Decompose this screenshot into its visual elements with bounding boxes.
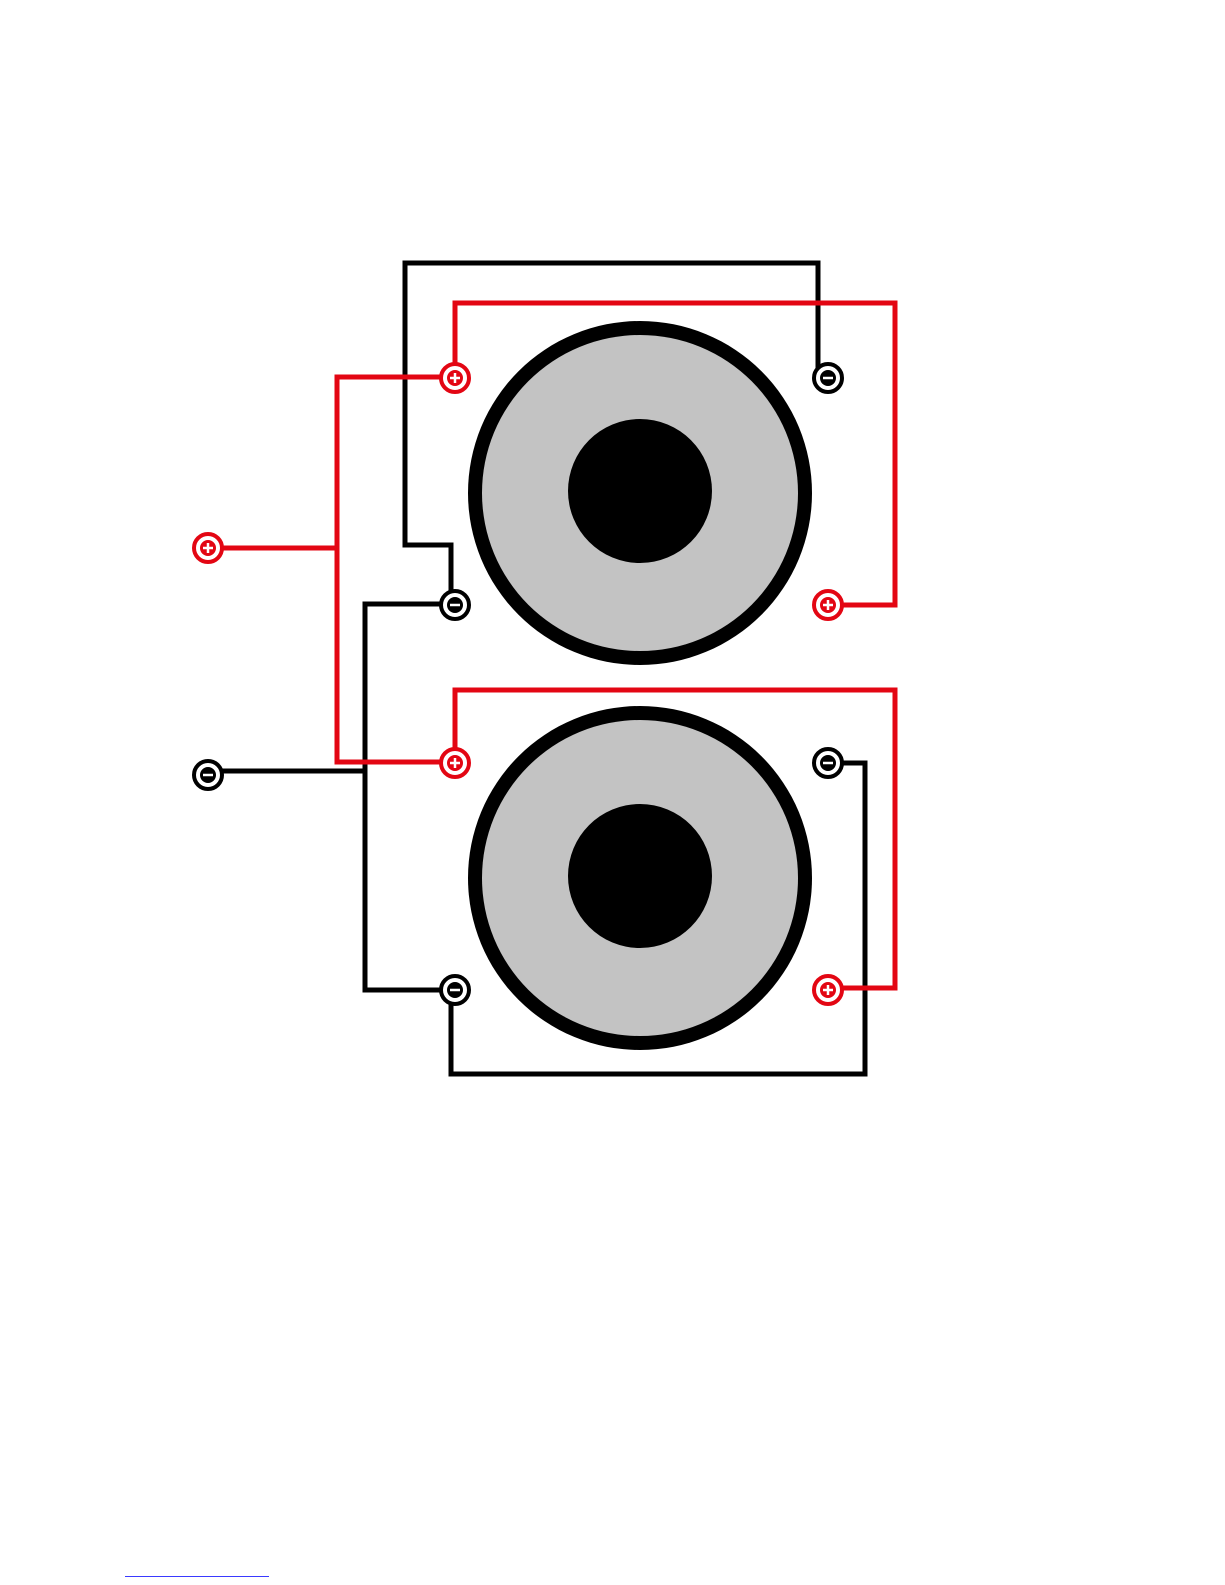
terminal-bottom-left-negative xyxy=(441,976,469,1004)
speaker-top-dust-cap xyxy=(568,419,712,563)
speaker-bottom xyxy=(468,706,812,1050)
terminal-top-right-positive xyxy=(814,591,842,619)
speaker-bottom-dust-cap xyxy=(568,804,712,948)
terminal-input-positive xyxy=(194,534,222,562)
terminal-bottom-left-positive xyxy=(441,749,469,777)
terminal-top-left-positive xyxy=(441,364,469,392)
terminal-top-left-negative xyxy=(441,591,469,619)
terminal-bottom-right-negative xyxy=(814,749,842,777)
wire-negative-bus xyxy=(365,604,451,990)
terminal-bottom-right-positive xyxy=(814,976,842,1004)
wire-positive-bus xyxy=(337,377,455,762)
terminal-top-right-negative xyxy=(814,364,842,392)
terminal-input-negative xyxy=(194,761,222,789)
speaker-top xyxy=(468,321,812,665)
footer-rule xyxy=(125,1576,269,1577)
